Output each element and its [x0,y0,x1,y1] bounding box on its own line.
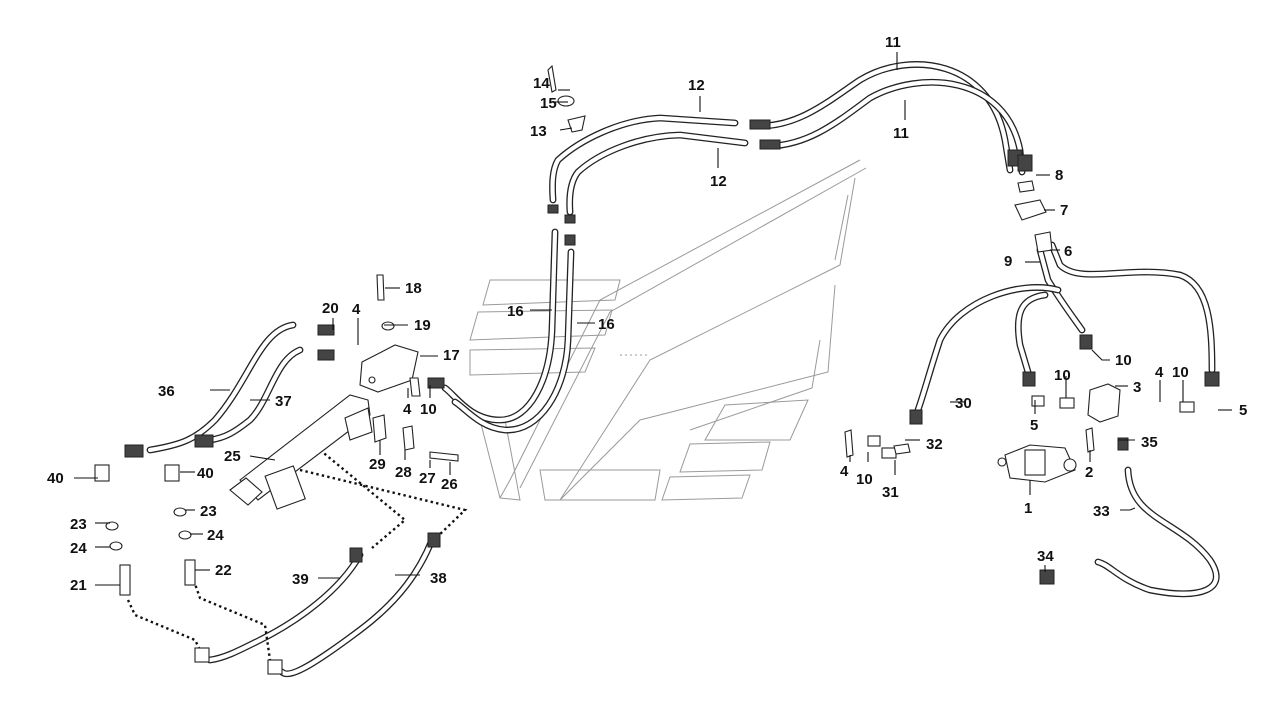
callout-33: 33 [1093,503,1110,520]
callout-4: 4 [1155,364,1164,381]
callout-5: 5 [1239,402,1247,419]
callout-12: 12 [710,173,727,190]
callout-14: 14 [533,75,550,92]
callout-38: 38 [430,570,447,587]
callout-6: 6 [1064,243,1072,260]
hydraulic-cylinder [229,394,373,510]
callout-11: 11 [893,125,909,142]
callout-10: 10 [1115,352,1132,369]
part-callouts: 1 2 3 4 4 4 4 5 5 6 7 8 9 10 10 10 10 10… [47,34,1247,594]
callout-4: 4 [403,401,412,418]
callout-8: 8 [1055,167,1063,184]
dotted-connection-lines [126,449,468,661]
callout-10: 10 [420,401,437,418]
callout-34: 34 [1037,548,1054,565]
callout-18: 18 [405,280,422,297]
callout-7: 7 [1060,202,1068,219]
callout-4: 4 [840,463,849,480]
callout-2: 2 [1085,464,1093,481]
callout-30: 30 [955,395,972,412]
callout-13: 13 [530,123,547,140]
valve-block [1087,383,1121,423]
callout-31: 31 [882,484,899,501]
callout-24: 24 [70,540,87,557]
callout-29: 29 [369,456,386,473]
callout-10: 10 [1054,367,1071,384]
callout-25: 25 [224,448,241,465]
callout-28: 28 [395,464,412,481]
callout-4: 4 [352,301,361,318]
callout-12: 12 [688,77,705,94]
callout-5: 5 [1030,417,1038,434]
callout-37: 37 [275,393,292,410]
callout-17: 17 [443,347,460,364]
plate [402,425,415,451]
hose-lines [146,61,1220,677]
pin [429,451,459,462]
manifold-block [359,344,419,393]
callout-1: 1 [1024,500,1032,517]
clamp [1014,199,1047,221]
callout-19: 19 [414,317,431,334]
callout-3: 3 [1133,379,1141,396]
plate [372,414,387,443]
control-valve [997,444,1077,483]
callout-22: 22 [215,562,232,579]
callout-26: 26 [441,476,458,493]
callout-27: 27 [419,470,436,487]
callout-24: 24 [207,527,224,544]
callout-10: 10 [856,471,873,488]
callout-16: 16 [507,303,524,320]
callout-21: 21 [70,577,87,594]
callout-39: 39 [292,571,309,588]
callout-36: 36 [158,383,175,400]
callout-11: 11 [885,34,901,51]
callout-40: 40 [197,465,214,482]
callout-20: 20 [322,300,339,317]
callout-23: 23 [200,503,217,520]
leader-lines [74,52,1232,586]
parts [94,64,1220,675]
callout-9: 9 [1004,253,1012,270]
callout-40: 40 [47,470,64,487]
callout-23: 23 [70,516,87,533]
callout-10: 10 [1172,364,1189,381]
callout-15: 15 [540,95,557,112]
callout-32: 32 [926,436,943,453]
loader-frame-outline [469,159,867,501]
callout-16: 16 [598,316,615,333]
callout-35: 35 [1141,434,1158,451]
